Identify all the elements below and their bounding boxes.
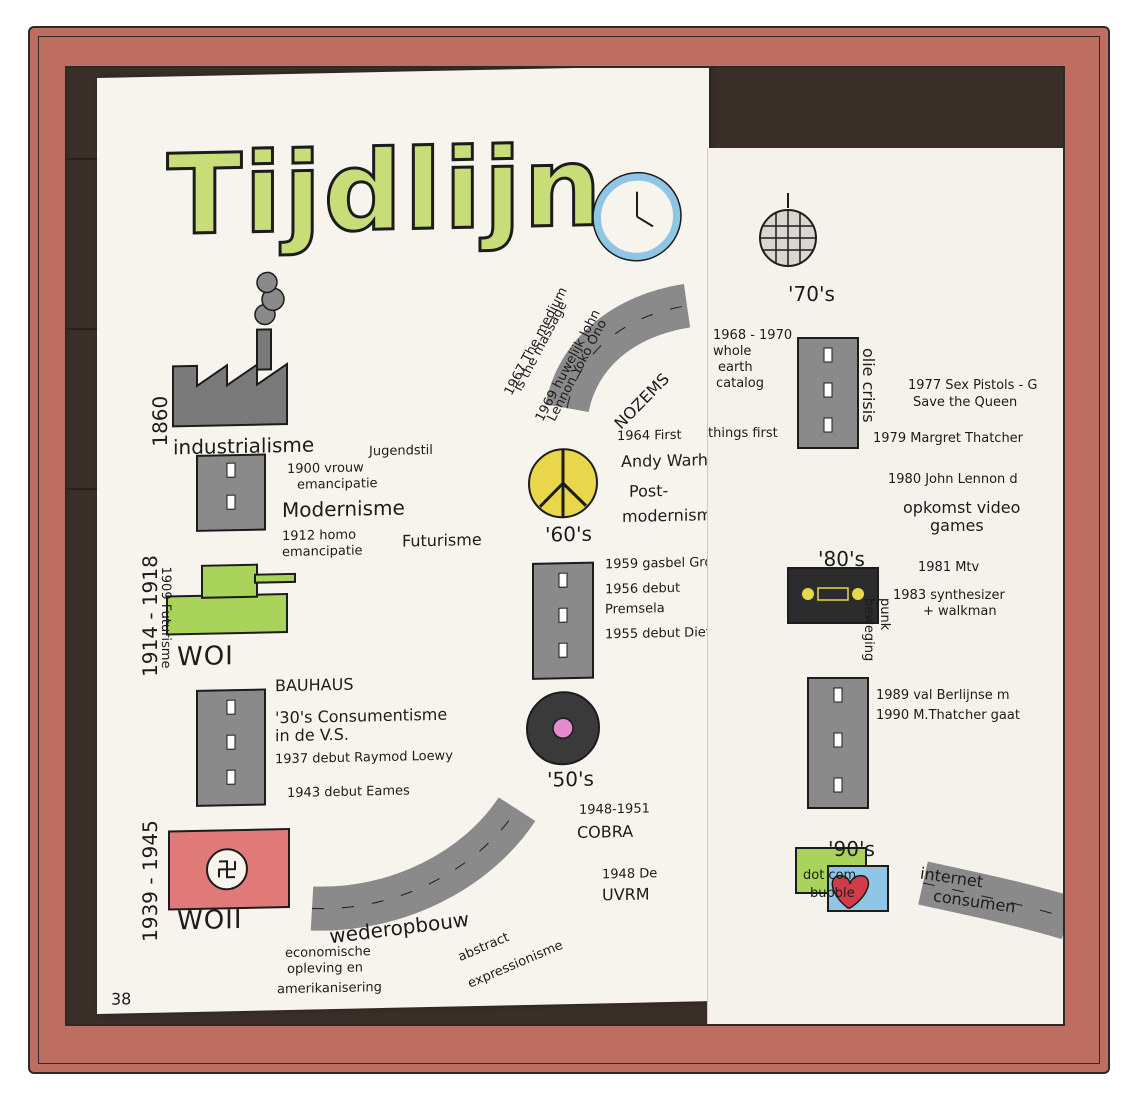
label-nineties: '90's (828, 837, 875, 861)
label-modernisme: Modernisme (282, 495, 405, 523)
label-dotcom: dot com (803, 868, 857, 883)
curved-road (545, 283, 691, 413)
label-thatcher-1979: 1979 Margret Thatcher (873, 431, 1024, 446)
label-homo-1912-b: emancipatie (282, 543, 363, 561)
label-first-1964: 1964 First (617, 427, 682, 445)
cassette-icon (787, 567, 879, 624)
page-number: 38 (111, 989, 132, 1009)
label-eames: 1943 debut Eames (287, 783, 410, 802)
label-uvrm-year: 1948 De (602, 866, 658, 883)
label-olie-crisis: olie crisis (859, 348, 878, 423)
label-whole: whole (713, 344, 752, 359)
label-catalog: catalog (716, 376, 764, 391)
label-sex-pistols: 1977 Sex Pistols - G (908, 378, 1038, 393)
label-economische: economische (285, 944, 371, 962)
heart-chat-icon (795, 847, 889, 912)
clock-icon (592, 171, 682, 262)
label-bubble: bubble (810, 886, 855, 901)
sketchbook-photo: Tijdlijn (65, 66, 1065, 1026)
year-1860: 1860 (148, 395, 172, 447)
label-post: Post- (629, 481, 669, 501)
label-futurisme: Futurisme (402, 529, 482, 551)
curved-road (310, 796, 536, 931)
label-economische-b: opleving en (287, 960, 363, 978)
left-page: Tijdlijn (97, 68, 765, 1015)
label-berlijn: 1989 val Berlijnse m (876, 688, 1010, 703)
label-synthesizer: 1983 synthesizer (893, 588, 1005, 603)
label-thatcher-1990: 1990 M.Thatcher gaat (876, 708, 1020, 723)
year-1939: 1939 - 1945 (138, 819, 162, 943)
label-jugendstil: Jugendstil (369, 442, 433, 460)
label-woi: WOI (177, 641, 234, 673)
label-cobra: COBRA (577, 821, 634, 842)
road-segment (196, 453, 266, 532)
road-dashes (922, 882, 1063, 918)
label-games: games (930, 516, 984, 535)
label-industrialisme: industrialisme (173, 432, 315, 460)
label-lennon-1980: 1980 John Lennon d (888, 472, 1018, 487)
label-fifties: '50's (547, 766, 594, 792)
label-mtv: 1981 Mtv (918, 560, 980, 575)
left-page-drawings (166, 171, 691, 931)
label-things-first: things first (708, 426, 778, 441)
label-sixties: '60's (545, 521, 592, 547)
label-bauhaus: BAUHAUS (275, 674, 354, 696)
label-economische-c: amerikanisering (277, 980, 382, 998)
label-earth: earth (718, 360, 753, 375)
label-premsela: Premsela (605, 601, 665, 618)
road-segment (797, 337, 859, 449)
label-consumentisme-b: in de V.S. (275, 724, 349, 746)
road-segment (196, 688, 266, 807)
right-page-drawings (759, 193, 1063, 940)
peace-sign-icon (528, 448, 598, 519)
year-1914: 1914 - 1918 (138, 554, 162, 678)
label-consumentisme: '30's Consumentisme (275, 704, 448, 728)
flag-icon (168, 827, 290, 911)
road-dashes (311, 808, 518, 910)
label-vrouw-1900-b: emancipatie (297, 476, 378, 493)
label-cobra-years: 1948-1951 (579, 801, 650, 818)
label-woii: WOII (177, 904, 243, 937)
label-punk: punk (877, 598, 892, 631)
label-homo-1912: 1912 homo (282, 527, 357, 545)
label-whole-years: 1968 - 1970 (713, 328, 793, 343)
label-opkomst: opkomst video (903, 498, 1021, 517)
tank-icon (166, 563, 296, 636)
label-benno-debut: 1956 debut (605, 580, 681, 598)
label-seventies: '70's (788, 282, 835, 306)
disco-ball-icon (759, 193, 817, 267)
vinyl-record-icon (526, 691, 600, 766)
label-walkman: + walkman (923, 604, 997, 619)
label-beweging: beweging (861, 598, 876, 662)
road-segment (807, 677, 869, 809)
label-save-queen: Save the Queen (913, 395, 1018, 410)
label-uvrm: UVRM (602, 884, 650, 905)
right-page: '70's olie crisis 1968 - 1970 whole eart… (707, 148, 1063, 1024)
label-eighties: '80's (818, 547, 865, 571)
road-segment (532, 561, 594, 680)
label-vrouw-1900: 1900 vrouw (287, 460, 364, 478)
factory-icon (172, 271, 288, 428)
